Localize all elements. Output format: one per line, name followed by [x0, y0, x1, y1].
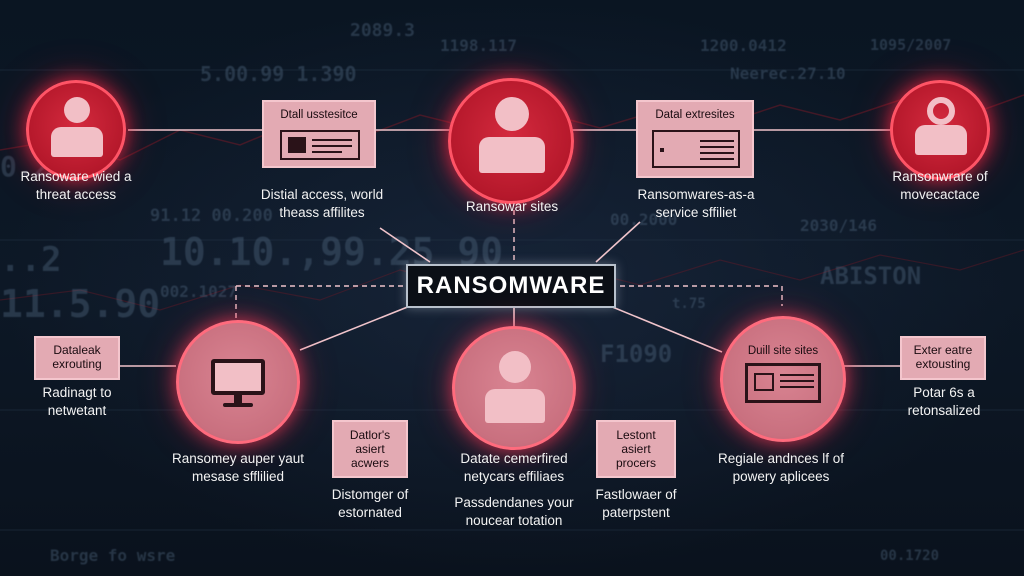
bg-number: 11.5.90 — [0, 282, 161, 326]
threat-actor-node — [26, 80, 126, 180]
bg-number: 00.2000 — [610, 210, 678, 229]
access-card: Dtall usstesitce — [262, 100, 376, 168]
extortion-card: Datal extresites — [636, 100, 754, 178]
affiliates-node — [452, 326, 576, 450]
bg-number: 1200.0412 — [700, 36, 787, 55]
bg-number: 002.1027 — [160, 282, 238, 301]
node-label: Ransowar sites — [465, 199, 559, 214]
bg-number: ABISTON — [820, 262, 922, 290]
ransomware-center-node: RANSOMWARE — [406, 264, 616, 308]
bg-number: 2089.3 — [350, 20, 416, 41]
alert-card: Datlor's asiert acwers — [332, 420, 408, 478]
external-exfil-card: Exter eatre extousting — [900, 336, 986, 380]
bg-number: 1198.117 — [440, 36, 518, 55]
process-card: Lestont asiert procers — [596, 420, 676, 478]
document-panel-icon — [280, 130, 360, 160]
ransomware-sites-node — [448, 78, 574, 204]
bg-number: 2030/146 — [800, 216, 878, 235]
bg-number: 5.00.99 1.390 — [200, 62, 357, 86]
dataleak-card: Dataleak exrouting — [34, 336, 120, 380]
ransomware-operator-node — [890, 80, 990, 180]
bg-number: 00.1720 — [880, 548, 940, 564]
build-sites-node: Duill site sites — [720, 316, 846, 442]
bg-number: 91.12 00.200 — [150, 206, 273, 226]
bg-number: t.75 — [672, 296, 706, 312]
bg-number: Borge fo wsre — [50, 546, 176, 565]
device-panel-icon — [652, 130, 740, 168]
bg-number: Neerec.27.10 — [730, 64, 846, 83]
browser-window-icon — [745, 363, 821, 403]
bg-number: ..2 — [0, 240, 62, 280]
bg-number: 1095/2007 — [870, 36, 952, 54]
node-caption: Duill site sites — [747, 345, 819, 357]
ransomware-payload-node — [176, 320, 300, 444]
bg-number: F1090 — [600, 340, 673, 368]
